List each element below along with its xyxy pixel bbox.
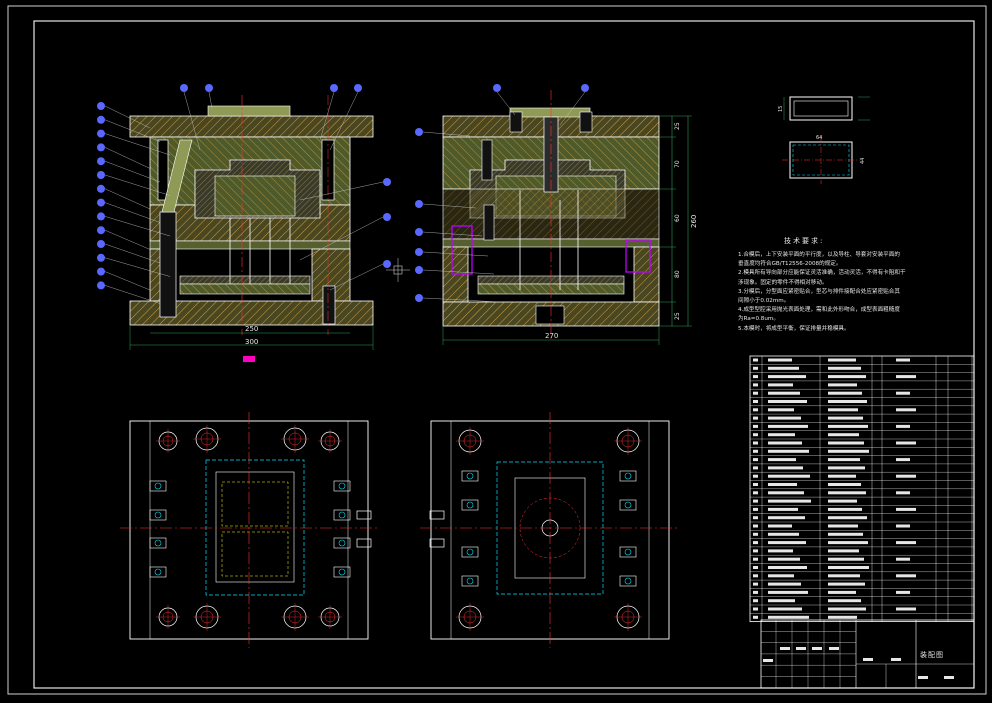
outer-frame bbox=[7, 5, 987, 695]
side-dim-total: 260 bbox=[690, 215, 698, 228]
technical-requirement-line: 涉现象。固定的零件不得相对移动。 bbox=[738, 279, 828, 286]
front-section-view: 250 300 bbox=[129, 95, 410, 362]
front-dim-inner: 250 bbox=[245, 325, 258, 333]
technical-requirement-line: 间隙小于0.02mm。 bbox=[738, 298, 790, 304]
front-view-marker bbox=[243, 356, 255, 362]
plan-view-right bbox=[420, 412, 680, 648]
technical-requirement-line: 垂直度均符合GB/T12556-2008的规定。 bbox=[738, 261, 842, 268]
side-section-view: 25 70 60 80 25 260 270 bbox=[442, 90, 698, 345]
top-callouts bbox=[180, 84, 589, 291]
part-dim-width: 64 bbox=[816, 135, 822, 141]
side-callouts bbox=[415, 128, 501, 303]
part-sketch: 15 64 44 bbox=[778, 96, 870, 184]
side-dim-seg-3: 60 bbox=[674, 214, 681, 222]
drawing-title: 装配图 bbox=[920, 651, 944, 659]
technical-requirement-line: 2.模具所有导向部分应能保证灵活准确，活动灵活，不得有卡阻和干 bbox=[738, 270, 906, 277]
part-dim-depth: 44 bbox=[860, 158, 866, 164]
technical-requirements-title: 技术要求: bbox=[784, 237, 825, 245]
technical-requirement-line: 1.合模后，上下安装平面的平行度，以及导柱、导套对安装平面的 bbox=[738, 252, 900, 258]
technical-requirement-line: 为Ra=0.8um。 bbox=[738, 316, 779, 323]
title-block bbox=[760, 619, 975, 689]
side-dim-seg-1: 25 bbox=[674, 122, 681, 130]
side-dim-width: 270 bbox=[545, 332, 558, 340]
side-dim-seg-4: 80 bbox=[674, 270, 681, 278]
side-dim-seg-2: 70 bbox=[674, 160, 681, 168]
technical-requirement-line: 3.分模后，分型面应紧密贴合，型芯与排件接配合处应紧密贴合其 bbox=[738, 288, 900, 295]
front-callouts bbox=[97, 102, 171, 304]
technical-requirement-line: 5.本模时，将成型平衡，保证排量并稳模具。 bbox=[738, 325, 850, 332]
plan-view-left bbox=[120, 412, 380, 648]
part-dim-height: 15 bbox=[778, 106, 784, 112]
technical-requirement-line: 4.成型型腔采用抛光表面处理，需和此外形吻合，成型表面粗糙度 bbox=[738, 307, 900, 314]
bill-of-materials bbox=[749, 355, 975, 623]
front-dim-outer: 300 bbox=[245, 338, 258, 346]
side-dim-seg-5: 25 bbox=[674, 312, 681, 320]
inner-frame bbox=[33, 20, 975, 689]
